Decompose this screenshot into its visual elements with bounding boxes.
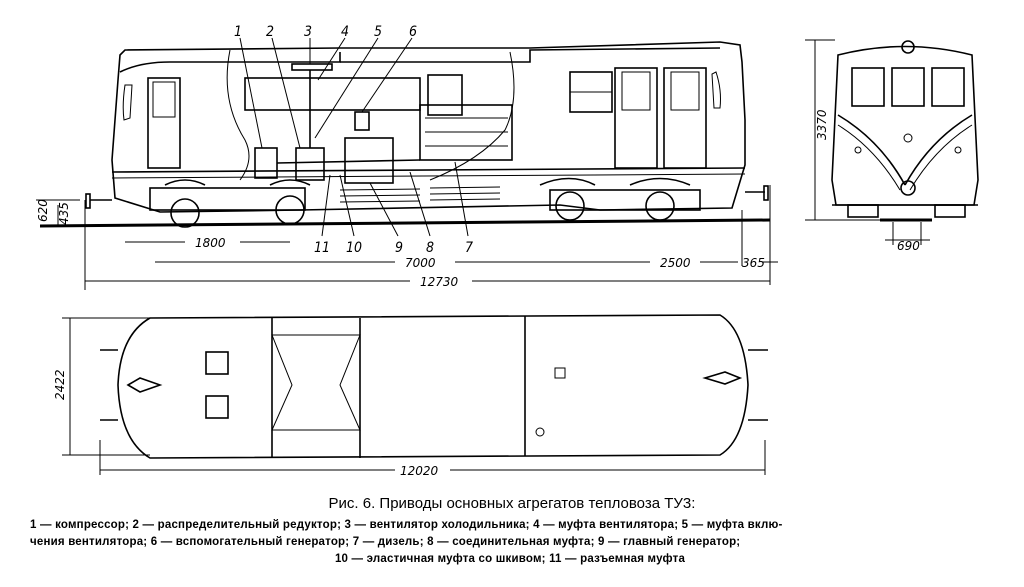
dim-7000: 7000 bbox=[405, 256, 436, 270]
callouts-bottom: 11 10 9 8 7 bbox=[314, 240, 473, 256]
dim-12020: 12020 bbox=[400, 464, 439, 478]
callout-9: 9 bbox=[395, 240, 403, 256]
dim-1800: 1800 bbox=[195, 236, 226, 250]
dim-12730: 12730 bbox=[420, 275, 459, 289]
figure-title: Рис. 6. Приводы основных агрегатов тепло… bbox=[328, 495, 696, 512]
callout-1: 1 bbox=[234, 24, 242, 40]
dim-690: 690 bbox=[897, 239, 920, 253]
callout-7: 7 bbox=[465, 240, 473, 256]
dim-620: 620 bbox=[36, 199, 50, 222]
callout-6: 6 bbox=[409, 24, 417, 40]
callout-10: 10 bbox=[346, 240, 362, 256]
callout-2: 2 bbox=[266, 24, 274, 40]
dim-2422: 2422 bbox=[53, 369, 67, 400]
bogie-left bbox=[149, 179, 311, 228]
legend-line-3: 10 — эластичная муфта со шкивом; 11 — ра… bbox=[334, 553, 686, 565]
callout-3: 3 bbox=[304, 24, 312, 40]
legend-line-2: чения вентилятора; 6 — вспомогательный г… bbox=[30, 536, 741, 548]
callout-11: 11 bbox=[314, 240, 330, 256]
callout-8: 8 bbox=[426, 240, 434, 256]
front-view: 3370 690 bbox=[805, 39, 979, 253]
dim-365: 365 bbox=[742, 256, 765, 270]
side-view: 1 2 3 4 5 6 11 10 9 8 7 bbox=[36, 24, 778, 290]
callout-5: 5 bbox=[374, 24, 382, 40]
bogie-right bbox=[539, 177, 701, 221]
callouts-top: 1 2 3 4 5 6 bbox=[234, 24, 417, 40]
legend-line-1: 1 — компрессор; 2 — распределительный ре… bbox=[30, 519, 783, 531]
dim-435: 435 bbox=[57, 202, 71, 225]
dim-3370: 3370 bbox=[815, 109, 829, 140]
callout-4: 4 bbox=[341, 24, 349, 40]
top-view: 2422 12020 bbox=[53, 314, 768, 478]
dim-2500: 2500 bbox=[660, 256, 691, 270]
